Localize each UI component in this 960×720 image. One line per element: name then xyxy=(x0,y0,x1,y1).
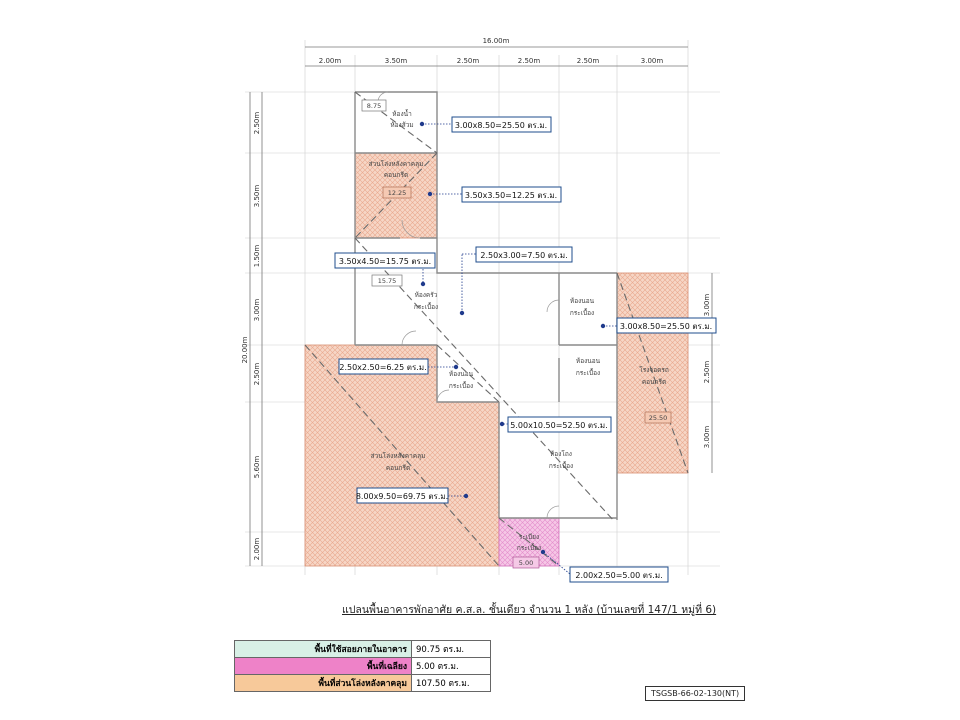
floor-plan: 16.00m 2.00m 3.50m 2.50m 2.50m 2.50m 3.0… xyxy=(241,37,720,583)
calc-label: 2.50x2.50=6.25 ตร.ม. xyxy=(339,363,426,372)
dim-total-width: 16.00m xyxy=(483,37,510,45)
area-tags: 8.75 12.25 15.75 25.50 5.00 xyxy=(361,99,672,569)
room-bed2-name: ห้องนอน xyxy=(570,297,595,305)
dim-left: 2.00m xyxy=(253,538,261,561)
room-bathroom-floor: ห้องส้วม xyxy=(390,121,413,129)
room-bed3-name: ห้องนอน xyxy=(576,357,601,365)
dimension-lines xyxy=(249,46,713,566)
dim-left: 5.60m xyxy=(253,456,261,479)
summary-value: 107.50 ตร.ม. xyxy=(411,674,491,692)
leader-dots xyxy=(419,121,606,555)
dim-left: 3.50m xyxy=(253,185,261,208)
calc-label: 3.50x4.50=15.75 ตร.ม. xyxy=(339,257,431,266)
dim-left: 1.50m xyxy=(253,245,261,268)
summary-label: พื้นที่ส่วนโล่งหลังคาคลุม xyxy=(234,674,412,692)
dim-left: 2.50m xyxy=(253,363,261,386)
walls xyxy=(354,91,618,520)
calc-label: 8.00x9.50=69.75 ตร.ม. xyxy=(356,492,448,501)
calc-label: 2.00x2.50=5.00 ตร.ม. xyxy=(575,571,662,580)
room-covered-small-name: ส่วนโล่งหลังคาคลุม xyxy=(369,160,424,168)
calc-label: 3.50x3.50=12.25 ตร.ม. xyxy=(465,191,557,200)
right-dimensions: 3.00m 2.50m 3.00m xyxy=(703,294,711,449)
room-bed2-floor: กระเบื้อง xyxy=(570,308,594,317)
calc-label: 2.50x3.00=7.50 ตร.ม. xyxy=(480,251,567,260)
summary-value: 90.75 ตร.ม. xyxy=(411,640,491,658)
area-tag: 15.75 xyxy=(378,277,397,285)
dim-total-height: 20.00m xyxy=(241,336,249,363)
room-living-name: ห้องโถง xyxy=(550,450,572,458)
area-summary-table: พื้นที่ใช้สอยภายในอาคาร 90.75 ตร.ม. พื้น… xyxy=(234,640,491,692)
dim-right: 2.50m xyxy=(703,361,711,384)
top-dimensions: 16.00m 2.00m 3.50m 2.50m 2.50m 2.50m 3.0… xyxy=(319,37,664,65)
calc-label: 3.00x8.50=25.50 ตร.ม. xyxy=(455,121,547,130)
dim-top: 2.50m xyxy=(577,57,600,65)
area-tag: 25.50 xyxy=(649,414,668,422)
dim-top: 2.50m xyxy=(457,57,480,65)
area-tag: 5.00 xyxy=(519,559,533,567)
room-living-floor: กระเบื้อง xyxy=(549,461,573,470)
dim-top: 2.00m xyxy=(319,57,342,65)
summary-row: พื้นที่เฉลียง 5.00 ตร.ม. xyxy=(234,657,491,675)
room-terrace-floor: กระเบื้อง xyxy=(517,543,541,552)
dim-left: 3.00m xyxy=(253,299,261,322)
room-labels: ห้องน้ำ ห้องส้วม ส่วนโล่งหลังคาคลุม คอนก… xyxy=(369,109,669,552)
calc-label: 3.00x8.50=25.50 ตร.ม. xyxy=(620,322,712,331)
area-tag: 12.25 xyxy=(388,189,407,197)
room-kitchen-name: ห้องครัว xyxy=(415,291,438,299)
summary-row: พื้นที่ส่วนโล่งหลังคาคลุม 107.50 ตร.ม. xyxy=(234,674,491,692)
dim-top: 3.50m xyxy=(385,57,408,65)
summary-value: 5.00 ตร.ม. xyxy=(411,657,491,675)
room-bathroom-name: ห้องน้ำ xyxy=(392,109,412,118)
dim-right: 3.00m xyxy=(703,294,711,317)
area-tag: 8.75 xyxy=(367,102,381,110)
document-code: TSGSB-66-02-130(NT) xyxy=(645,686,746,701)
room-covered-small-floor: คอนกรีต xyxy=(384,171,408,179)
dim-top: 3.00m xyxy=(641,57,664,65)
room-bed3-floor: กระเบื้อง xyxy=(576,368,600,377)
room-kitchen-floor: กระเบื้อง xyxy=(414,302,438,311)
room-bed4-name: ห้องนอน xyxy=(449,370,474,378)
area-calculations: 3.00x8.50=25.50 ตร.ม. 3.50x3.50=12.25 ตร… xyxy=(334,116,717,583)
calc-label: 5.00x10.50=52.50 ตร.ม. xyxy=(510,421,607,430)
plan-title: แปลนพื้นอาคารพักอาศัย ค.ส.ล. ชั้นเดียว จ… xyxy=(342,604,717,616)
dim-right: 3.00m xyxy=(703,426,711,449)
room-covered-big-floor: คอนกรีต xyxy=(386,464,410,472)
dim-top: 2.50m xyxy=(518,57,541,65)
dim-left: 2.50m xyxy=(253,112,261,135)
room-covered-big-name: ส่วนโล่งหลังคาคลุม xyxy=(371,452,426,460)
room-terrace-name: ระเบียง xyxy=(519,533,539,541)
summary-label: พื้นที่ใช้สอยภายในอาคาร xyxy=(234,640,412,658)
room-covered-right-name: โรงจอดรถ xyxy=(639,366,669,374)
left-dimensions: 20.00m 2.50m 3.50m 1.50m 3.00m 2.50m 5.6… xyxy=(241,112,261,561)
summary-label: พื้นที่เฉลียง xyxy=(234,657,412,675)
summary-row: พื้นที่ใช้สอยภายในอาคาร 90.75 ตร.ม. xyxy=(234,640,491,658)
room-covered-right-floor: คอนกรีต xyxy=(642,378,666,386)
room-bed4-floor: กระเบื้อง xyxy=(449,381,473,390)
